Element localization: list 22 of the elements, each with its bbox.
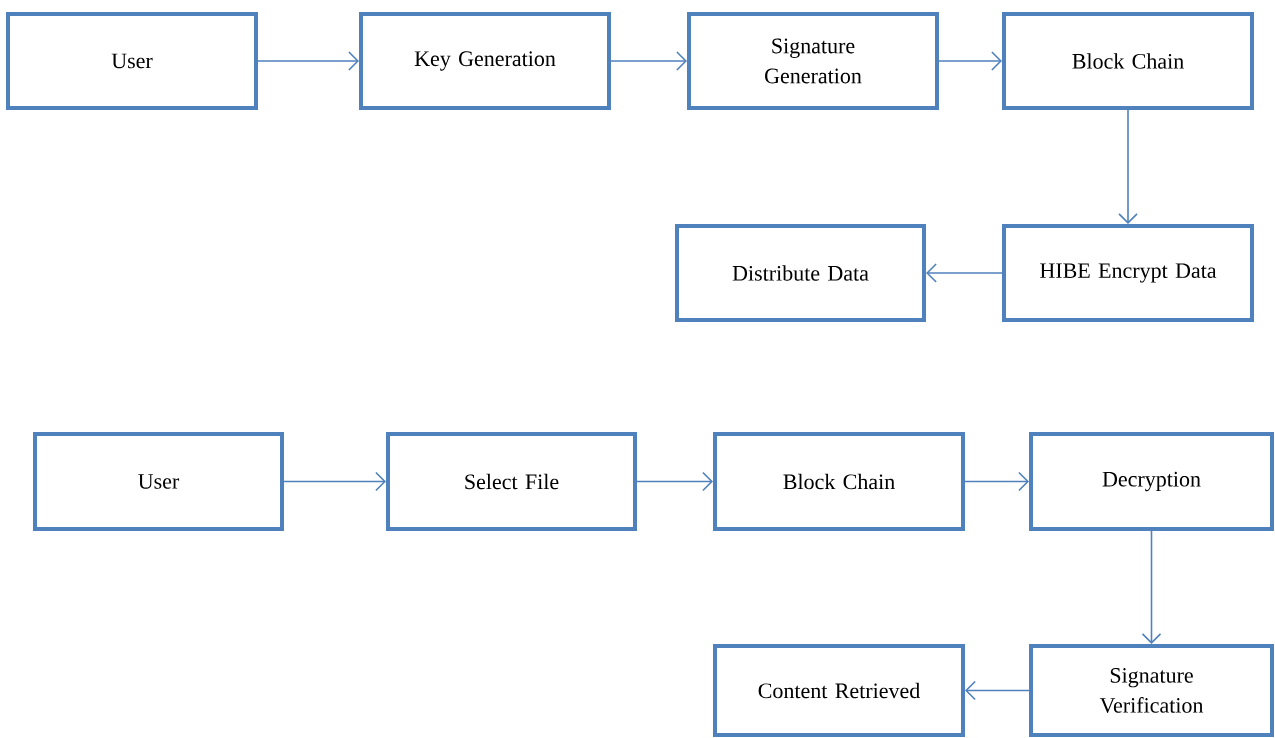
arrow <box>964 471 1029 492</box>
process-box: HIBE Encrypt Data <box>1002 224 1254 322</box>
arrow <box>1141 530 1162 644</box>
arrow <box>636 471 713 492</box>
process-box: Decryption <box>1029 432 1274 531</box>
process-box: Signature Verification <box>1029 644 1274 737</box>
process-box: Select File <box>386 432 637 531</box>
process-box: User <box>6 12 258 110</box>
process-box: Key Generation <box>359 12 611 110</box>
arrow <box>283 471 386 492</box>
arrow <box>257 51 359 71</box>
arrow <box>926 263 1003 283</box>
process-box: Block Chain <box>713 432 965 531</box>
process-box: Content Retrieved <box>713 644 965 737</box>
arrow <box>610 51 687 71</box>
process-box: User <box>33 432 284 531</box>
process-box: Block Chain <box>1002 12 1254 110</box>
arrow <box>1118 109 1138 224</box>
process-box: Distribute Data <box>675 224 926 322</box>
arrow <box>965 680 1030 701</box>
arrow <box>938 51 1002 71</box>
process-box: Signature Generation <box>687 12 939 110</box>
